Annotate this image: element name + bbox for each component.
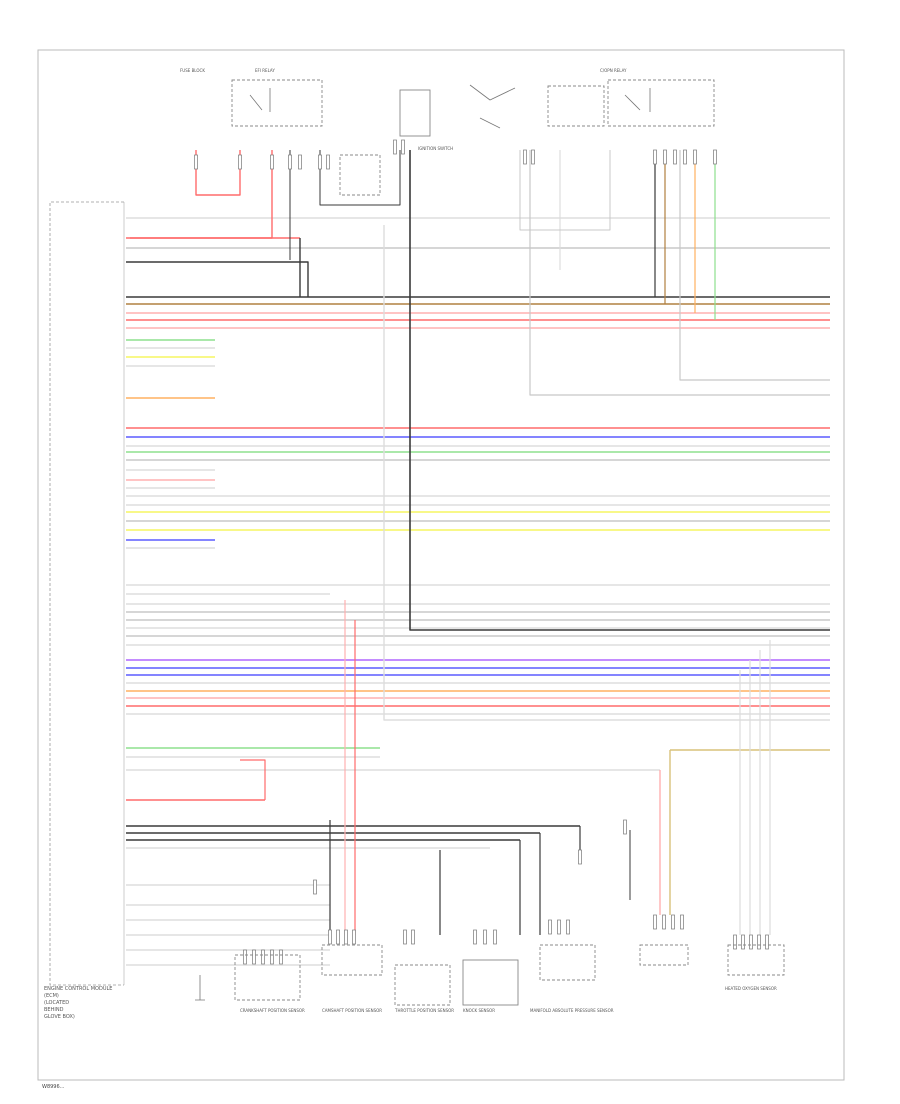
crank-sensor-box	[234, 954, 301, 1001]
connector-pin	[523, 149, 527, 165]
connector-pin	[653, 914, 657, 930]
connector-pin	[336, 929, 340, 945]
wire	[319, 150, 401, 206]
throttle-sensor-box	[394, 964, 451, 1006]
connector-pin	[578, 849, 582, 865]
connector-pin	[483, 929, 487, 945]
wire	[409, 150, 830, 631]
connector-pin	[288, 154, 292, 170]
wire	[195, 975, 205, 1001]
camshaft-sensor-box	[321, 944, 383, 976]
connector-pin	[393, 139, 397, 155]
connector-pin	[473, 929, 477, 945]
connector-pin	[662, 914, 666, 930]
connector-pin	[623, 819, 627, 835]
map-sensor-box	[539, 944, 596, 981]
map-sensor-label: MANIFOLD ABSOLUTE PRESSURE SENSOR	[530, 1008, 614, 1013]
connector-pin	[693, 149, 697, 165]
connector-pin	[401, 139, 405, 155]
circuit-opening-relay-box	[607, 79, 715, 127]
connector-pin	[713, 149, 717, 165]
ecm-label-line: (ECM)	[44, 993, 59, 999]
ignition-switch-label: IGNITION SWITCH	[418, 146, 453, 151]
connector-pin	[194, 154, 198, 170]
connector-pin	[531, 149, 535, 165]
wire	[739, 640, 771, 935]
connector-pin	[749, 934, 753, 950]
wire	[679, 150, 830, 381]
ecm-label-line: (LOCATED	[44, 1000, 69, 1006]
connector-pin	[318, 154, 322, 170]
connector-pin	[238, 154, 242, 170]
main-relay-label: EFI RELAY	[255, 68, 275, 73]
connector-pin	[653, 149, 657, 165]
connector-pin	[671, 914, 675, 930]
connector-pin	[326, 154, 330, 170]
wires-group	[126, 84, 830, 1001]
ecm-enclosure	[49, 201, 124, 986]
wire	[529, 150, 830, 396]
wire	[249, 88, 271, 112]
circuit-opening-relay-label: C/OPN RELAY	[600, 68, 627, 73]
connector-pin	[566, 919, 570, 935]
connector-pin	[298, 154, 302, 170]
connector-pin	[243, 949, 247, 965]
main-relay-box	[231, 79, 323, 127]
diagram-border	[37, 49, 845, 1081]
o2-sensor-box	[727, 944, 785, 976]
ecm-label-line: ENGINE CONTROL MODULE	[44, 986, 112, 992]
wire	[383, 225, 830, 721]
connector-pin	[680, 914, 684, 930]
ecm-label-line: BEHIND	[44, 1007, 64, 1013]
connector-pin	[557, 919, 561, 935]
wire	[329, 820, 441, 935]
connector-pin	[663, 149, 667, 165]
wire	[469, 84, 516, 129]
connector-pin	[733, 934, 737, 950]
connector-pin	[313, 879, 317, 895]
wire	[195, 150, 241, 196]
wire	[519, 150, 611, 231]
wire	[624, 88, 651, 112]
connector-pin	[548, 919, 552, 935]
connector-pin	[328, 929, 332, 945]
labels-group: ENGINE CONTROL MODULE(ECM)(LOCATEDBEHIND…	[44, 68, 777, 1020]
connector-pin	[270, 154, 274, 170]
diagram-footer-id: W8996...	[42, 1084, 65, 1090]
fuse-box	[547, 85, 605, 127]
connector-pin	[261, 949, 265, 965]
connector-pin	[757, 934, 761, 950]
wire	[300, 261, 309, 297]
connector-pin	[279, 949, 283, 965]
connector-pin	[411, 929, 415, 945]
connector-pin	[765, 934, 769, 950]
connector-pin	[252, 949, 256, 965]
wire	[240, 759, 266, 800]
connector-pin	[673, 149, 677, 165]
connector-pin	[403, 929, 407, 945]
knock-sensor-label: KNOCK SENSOR	[463, 1008, 495, 1013]
fuse-block-label: FUSE BLOCK	[180, 68, 205, 73]
o2-sensor-label: HEATED OXYGEN SENSOR	[725, 986, 777, 991]
fuel-pump-relay-box	[339, 154, 381, 196]
connector-pin	[493, 929, 497, 945]
connector-pin	[344, 929, 348, 945]
ecm-label-line: GLOVE BOX)	[44, 1014, 75, 1020]
injector-box	[639, 944, 689, 966]
connector-pin	[741, 934, 745, 950]
wire	[130, 150, 273, 239]
knock-sensor-box	[462, 959, 519, 1006]
connector-pin	[683, 149, 687, 165]
components-group	[194, 79, 785, 1006]
ignition-switch-box	[399, 89, 431, 137]
throttle-sensor-label: THROTTLE POSITION SENSOR	[394, 1008, 454, 1013]
crank-sensor-label: CRANKSHAFT POSITION SENSOR	[240, 1008, 305, 1013]
connector-pin	[270, 949, 274, 965]
camshaft-sensor-label: CAMSHAFT POSITION SENSOR	[322, 1008, 382, 1013]
connector-pin	[352, 929, 356, 945]
